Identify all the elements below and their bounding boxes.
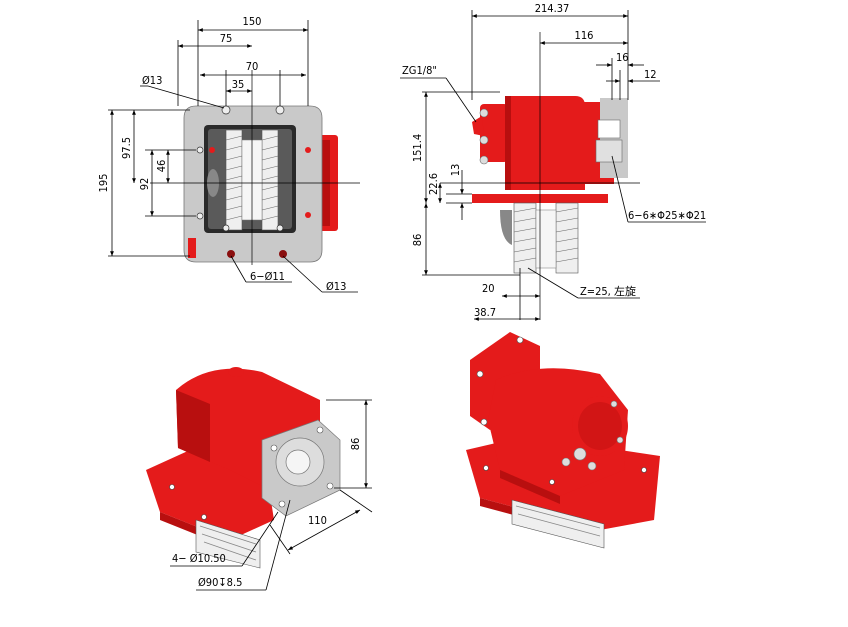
dim-20: 20 xyxy=(482,282,495,295)
dim-110: 110 xyxy=(308,514,327,527)
dim-thread: ZG1/8" xyxy=(402,64,437,77)
iso-left-dimensions: 86 110 4− Ø10.50 Ø90↧8.5 xyxy=(170,399,373,591)
front-dimensions: 150 75 70 35 Ø13 195 97.5 92 46 xyxy=(97,15,358,293)
side-view: 214.37 116 16 12 ZG1/8" 151.4 13 22.6 xyxy=(400,2,706,321)
dim-d13-bottom: Ø13 xyxy=(326,280,346,293)
dim-116: 116 xyxy=(575,29,594,42)
dim-86-iso: 86 xyxy=(349,438,362,451)
iso-left-gear xyxy=(195,519,261,569)
iso-view-right xyxy=(466,332,660,549)
front-gears xyxy=(207,129,279,231)
dim-gear: Z=25, 左旋 xyxy=(580,284,636,298)
dim-16: 16 xyxy=(616,51,629,64)
dim-spline: 6−6∗Φ25∗Φ21 xyxy=(628,209,706,222)
dim-35: 35 xyxy=(232,78,245,91)
dim-195: 195 xyxy=(97,174,110,193)
dim-86-side: 86 xyxy=(411,234,424,247)
dim-150: 150 xyxy=(243,15,262,28)
dim-13: 13 xyxy=(449,164,462,177)
iso-view-left: 86 110 4− Ø10.50 Ø90↧8.5 xyxy=(146,367,373,591)
dim-38-7: 38.7 xyxy=(474,306,496,319)
dim-22-6: 22.6 xyxy=(427,173,440,195)
dim-12: 12 xyxy=(644,68,657,81)
dim-75: 75 xyxy=(220,32,233,45)
dim-46: 46 xyxy=(155,160,168,173)
dim-214-37: 214.37 xyxy=(535,2,570,15)
side-gear xyxy=(500,202,579,274)
iso-right-gear xyxy=(511,499,605,549)
dim-4-holes: 4− Ø10.50 xyxy=(172,552,226,565)
dim-97-5: 97.5 xyxy=(120,137,133,159)
dim-92: 92 xyxy=(138,178,151,191)
front-view: 150 75 70 35 Ø13 195 97.5 92 46 xyxy=(97,15,360,293)
dim-151-4: 151.4 xyxy=(411,134,424,162)
dim-pilot: Ø90↧8.5 xyxy=(198,576,242,589)
dim-70: 70 xyxy=(246,60,259,73)
dim-d13-top: Ø13 xyxy=(142,74,162,87)
dim-6-holes: 6−Ø11 xyxy=(250,270,285,283)
side-dimensions: 214.37 116 16 12 ZG1/8" 151.4 13 22.6 xyxy=(400,2,706,321)
